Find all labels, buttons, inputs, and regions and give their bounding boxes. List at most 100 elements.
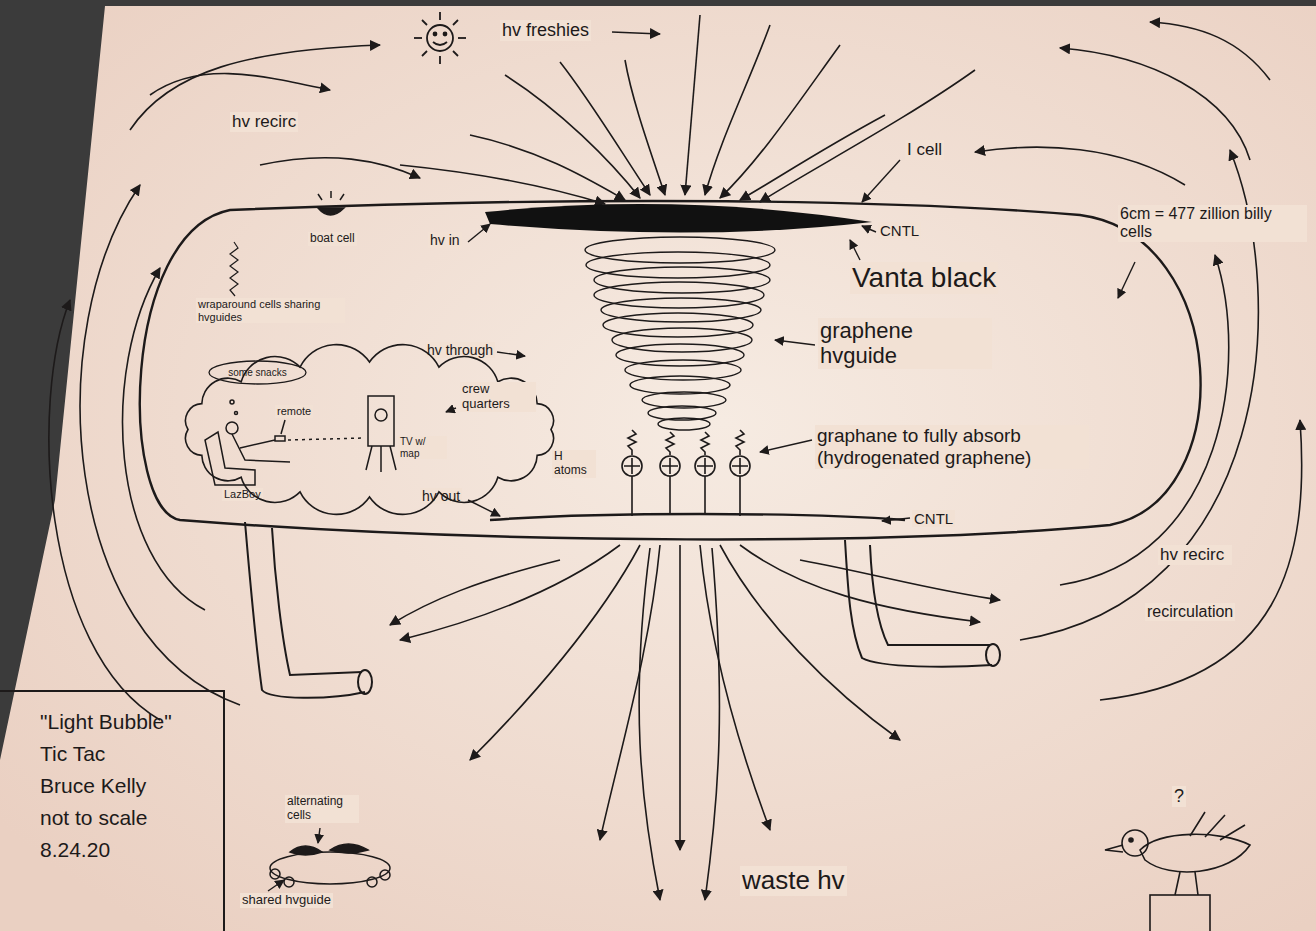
craft-hull bbox=[140, 201, 1201, 539]
incoming-light-arrows bbox=[470, 135, 625, 200]
recirculation-arrows bbox=[1150, 22, 1270, 80]
annotation-label: ? bbox=[1172, 786, 1186, 807]
annotation-label: hv through bbox=[425, 342, 495, 358]
sun-icon bbox=[414, 37, 422, 39]
hydrogen-atoms bbox=[697, 458, 713, 474]
leader-lines bbox=[775, 340, 815, 345]
hydrogen-atoms bbox=[632, 476, 740, 516]
sun-icon bbox=[453, 51, 458, 56]
waste-light-arrows bbox=[470, 545, 640, 760]
crew-scene bbox=[368, 396, 394, 446]
graphene-spiral bbox=[594, 282, 764, 308]
annotation-label: boat cell bbox=[308, 232, 357, 246]
title-text: "Light Bubble" bbox=[38, 710, 174, 734]
bird-doodle bbox=[1140, 834, 1250, 872]
incoming-light-arrows bbox=[705, 25, 770, 195]
hydrogen-atoms bbox=[695, 456, 715, 476]
recirculation-arrows bbox=[123, 268, 205, 610]
bird-doodle bbox=[1122, 830, 1148, 856]
bird-doodle bbox=[1105, 812, 1250, 931]
waste-light-arrows bbox=[700, 545, 770, 830]
landing-legs bbox=[870, 545, 990, 645]
annotation-label: 6cm = 477 zillion billy cells bbox=[1118, 205, 1307, 242]
crew-scene bbox=[230, 400, 234, 404]
landing-legs bbox=[245, 522, 1000, 698]
hydrogen-atoms bbox=[662, 458, 678, 474]
leader-lines bbox=[760, 440, 812, 452]
crew-scene bbox=[205, 432, 255, 485]
sun-icon bbox=[422, 20, 427, 25]
incoming-light-arrows bbox=[685, 15, 700, 195]
leader-lines bbox=[862, 226, 876, 232]
leader-lines bbox=[882, 518, 910, 521]
crew-scene bbox=[366, 446, 396, 472]
craft-hull bbox=[490, 514, 905, 520]
annotation-label: H atoms bbox=[552, 450, 596, 478]
landing-legs bbox=[272, 528, 362, 675]
waste-light-arrows bbox=[705, 548, 719, 900]
hydrogen-atoms bbox=[732, 458, 748, 474]
incoming-light-arrows bbox=[400, 15, 975, 204]
annotation-label: graphane to fully absorb (hydrogenated g… bbox=[815, 425, 1089, 469]
leader-lines bbox=[497, 352, 525, 356]
cloud-outline bbox=[186, 345, 554, 515]
leader-lines bbox=[268, 880, 284, 891]
recirculation-arrows bbox=[49, 300, 160, 720]
wraparound-leader bbox=[230, 242, 238, 296]
annotation-label: Vanta black bbox=[850, 262, 998, 294]
hydrogen-atoms bbox=[730, 456, 750, 476]
annotation-label: wraparound cells sharing hvguides bbox=[196, 298, 345, 323]
hydrogen-atoms bbox=[736, 430, 744, 455]
annotation-label: LazBoy bbox=[222, 488, 263, 501]
crew-scene bbox=[232, 434, 290, 462]
graphene-spiral bbox=[601, 298, 761, 322]
title-text: Tic Tac bbox=[38, 742, 107, 766]
hydrogen-atoms bbox=[622, 456, 642, 476]
graphene-spiral bbox=[594, 267, 770, 293]
title-text: Bruce Kelly bbox=[38, 774, 148, 798]
alternating-cells-sketch bbox=[284, 877, 294, 887]
sun-icon bbox=[434, 33, 437, 36]
node-text: some snacks bbox=[226, 367, 288, 379]
annotation-label: I cell bbox=[905, 140, 944, 160]
waste-light-arrows bbox=[800, 560, 1000, 600]
annotation-label: recirculation bbox=[1145, 603, 1235, 621]
incoming-light-arrows bbox=[760, 70, 975, 202]
landing-legs bbox=[986, 644, 1000, 666]
recirculation-arrows bbox=[975, 147, 1185, 185]
thought-cloud: some snackscrew quarters bbox=[178, 352, 561, 507]
alternating-cells-sketch bbox=[330, 844, 368, 853]
recirculation-arrows bbox=[49, 22, 1302, 720]
waste-light-arrows bbox=[600, 545, 660, 840]
sun-icon bbox=[427, 25, 453, 51]
recirculation-arrows bbox=[150, 74, 330, 95]
incoming-light-arrows bbox=[400, 165, 605, 204]
graphene-spiral bbox=[630, 376, 730, 394]
sun-icon bbox=[458, 37, 466, 39]
annotation-label: hv recirc bbox=[230, 112, 298, 132]
boat-cell-icon bbox=[318, 191, 344, 215]
annotation-label: TV w/ map bbox=[398, 436, 447, 459]
crew-scene bbox=[235, 412, 238, 415]
recirculation-arrows bbox=[1060, 255, 1229, 585]
craft-hull bbox=[140, 201, 1201, 539]
crew-scene bbox=[226, 422, 238, 434]
alternating-cells-sketch bbox=[270, 852, 390, 884]
incoming-light-arrows bbox=[612, 32, 660, 34]
landing-legs bbox=[358, 670, 372, 694]
sun-icon bbox=[439, 12, 441, 20]
recirculation-arrows bbox=[260, 158, 420, 178]
bird-doodle bbox=[1129, 838, 1133, 842]
landing-legs bbox=[845, 540, 992, 667]
annotation-label: waste hv bbox=[740, 866, 847, 896]
hydrogen-atoms bbox=[666, 432, 674, 455]
sun-icon bbox=[439, 56, 441, 64]
title-text: 8.24.20 bbox=[38, 838, 112, 862]
paper bbox=[0, 6, 1316, 931]
recirculation-arrows bbox=[1100, 420, 1302, 700]
waste-light-arrows bbox=[390, 560, 560, 625]
annotation-label: shared hvguide bbox=[240, 893, 333, 908]
leader-lines bbox=[318, 828, 320, 843]
bird-doodle bbox=[1150, 895, 1210, 931]
recirculation-arrows bbox=[1060, 48, 1250, 160]
